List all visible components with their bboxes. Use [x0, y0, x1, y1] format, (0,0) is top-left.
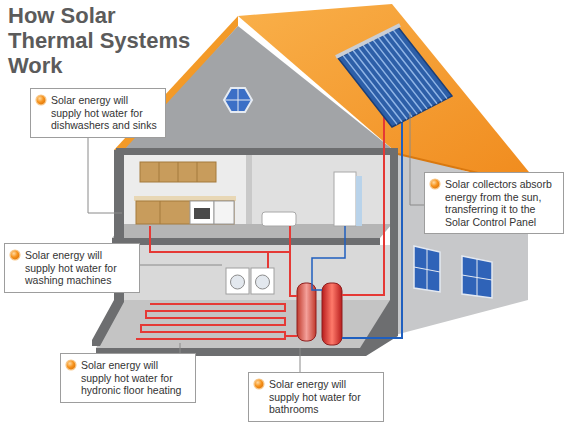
cold-pipe — [342, 112, 402, 338]
machine-door — [231, 275, 245, 289]
callout-text: Solar energy will supply hot water for d… — [51, 94, 159, 132]
cabinet-joint — [159, 162, 160, 182]
hot-pipe — [267, 252, 269, 268]
collector-header — [336, 25, 400, 57]
window-pane — [224, 88, 252, 112]
washing-machines — [226, 268, 274, 294]
side-window — [414, 246, 440, 292]
callout-text: Solar collectors absorb energy from the … — [445, 178, 557, 228]
callout-box: Solar energy will supply hot water for h… — [60, 353, 196, 403]
back-wall — [124, 155, 250, 224]
hot-pipe — [342, 112, 384, 295]
tall-cabinet — [334, 172, 356, 226]
callout-box: Solar collectors absorb energy from the … — [424, 172, 564, 234]
side-window — [462, 256, 492, 298]
callout-text: Solar energy will supply hot water for b… — [269, 378, 377, 416]
window-bar — [462, 275, 492, 280]
wall-cabinet — [140, 162, 216, 182]
sun-icon-disc — [66, 360, 76, 370]
cabinet-joint — [197, 162, 198, 182]
dishwasher — [214, 201, 234, 224]
base-cabinet — [136, 201, 234, 224]
cabinet-joint — [160, 201, 161, 224]
wall-cut — [360, 150, 398, 356]
solar-collector — [336, 25, 452, 127]
cabinet-side — [356, 176, 362, 226]
cold-pipe — [312, 226, 345, 290]
bathroom — [262, 172, 362, 226]
sun-icon — [253, 378, 265, 390]
washing-machine — [251, 268, 274, 294]
hot-pipe — [289, 226, 291, 252]
partition-wall — [246, 155, 252, 230]
sun-icon-disc — [10, 250, 20, 260]
sun-icon-disc — [430, 179, 440, 189]
window-pane — [414, 246, 440, 292]
counter-top — [134, 196, 236, 201]
sun-icon — [35, 94, 47, 106]
collector-panel — [338, 27, 452, 127]
hot-pipe — [150, 226, 297, 296]
ceiling-slab — [116, 148, 398, 155]
sun-icon-disc — [254, 379, 264, 389]
sun-icon-disc — [36, 95, 46, 105]
sun-icon — [9, 249, 21, 261]
sun-icon — [429, 178, 441, 190]
storage-tank — [297, 283, 316, 341]
machine-door — [256, 275, 270, 289]
washing-machine — [226, 268, 249, 294]
bath-tub — [262, 212, 296, 226]
callout-box: Solar energy will supply hot water for d… — [30, 88, 166, 138]
window-bar — [414, 267, 440, 272]
window-bar — [238, 88, 239, 112]
callout-text: Solar energy will supply hot water for w… — [25, 249, 133, 287]
callout-text: Solar energy will supply hot water for h… — [81, 359, 189, 397]
hot-pipe — [285, 336, 297, 339]
oven-door — [194, 208, 210, 219]
kitchen — [134, 162, 236, 224]
callout-box: Solar energy will supply hot water for b… — [248, 372, 384, 422]
floor-heating-coil — [136, 304, 285, 339]
back-wall — [124, 245, 392, 300]
cabinet-joint — [178, 162, 179, 182]
floor-slab — [112, 238, 380, 245]
window-pane — [462, 256, 492, 298]
diagram-title: How Solar Thermal Systems Work — [8, 3, 198, 78]
floor — [96, 300, 392, 348]
callout-box: Solar energy will supply hot water for w… — [4, 243, 140, 293]
stove — [190, 201, 214, 224]
sun-icon — [65, 359, 77, 371]
storage-tank — [322, 283, 342, 345]
hexagon-window — [224, 88, 252, 112]
